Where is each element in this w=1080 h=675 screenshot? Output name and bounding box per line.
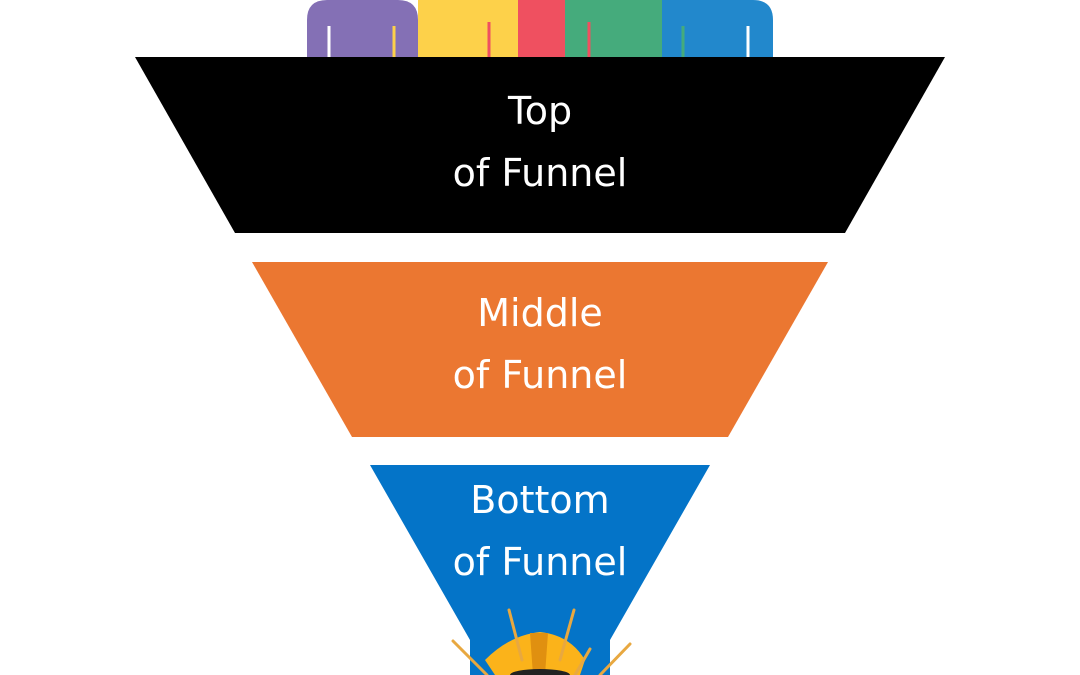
middle-funnel-line2: of Funnel: [452, 353, 628, 397]
person-yellow: [418, 0, 518, 57]
top-funnel-line2: of Funnel: [452, 151, 628, 195]
bottom-funnel-label: Bottom of Funnel: [0, 469, 1080, 593]
bottom-funnel-line2: of Funnel: [452, 540, 628, 584]
middle-funnel-stage: [252, 262, 828, 437]
lightbulb-burst-icon: [451, 608, 632, 675]
person-green: [565, 0, 662, 57]
middle-funnel-label: Middle of Funnel: [0, 282, 1080, 406]
middle-funnel-line1: Middle: [477, 291, 603, 335]
top-funnel-stage: [135, 57, 945, 233]
person-blue: [662, 0, 773, 57]
person-purple: [307, 0, 418, 57]
bottom-funnel-stage: [370, 465, 710, 675]
people-group-icon: [307, 0, 773, 57]
bottom-funnel-line1: Bottom: [470, 478, 610, 522]
person-red: [518, 0, 565, 57]
top-funnel-line1: Top: [507, 89, 573, 133]
top-funnel-label: Top of Funnel: [0, 80, 1080, 204]
